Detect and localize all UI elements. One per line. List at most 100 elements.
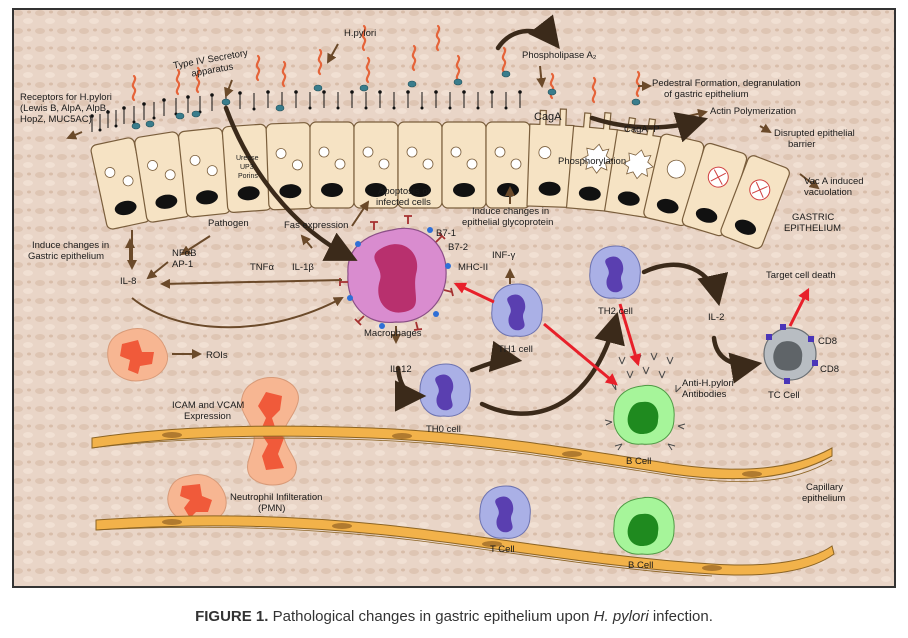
macrophage bbox=[339, 215, 454, 331]
label-cd8-b: CD8 bbox=[820, 364, 839, 375]
labels: Receptors for H.pylori(Lewis B, AlpA, Al… bbox=[20, 28, 864, 571]
epithelial-cell bbox=[265, 122, 314, 211]
th2-cell bbox=[589, 245, 641, 299]
epithelial-cell bbox=[309, 121, 355, 209]
epithelial-cell bbox=[441, 121, 487, 209]
arrow-nfkb-il8 bbox=[146, 261, 169, 280]
label-b72: B7-2 bbox=[448, 242, 468, 253]
arrow-th0-th2 bbox=[479, 311, 625, 416]
macrophage-receptors bbox=[339, 215, 454, 331]
thick-brown-arrows bbox=[223, 14, 763, 416]
b-cell bbox=[613, 496, 675, 555]
label-il1b: IL-1β bbox=[292, 262, 314, 273]
epithelial-cell bbox=[603, 117, 662, 219]
tc-cell bbox=[763, 324, 818, 384]
arrow-hpylori bbox=[327, 43, 339, 64]
roi-neutrophil bbox=[107, 328, 168, 382]
label-b71: B7-1 bbox=[436, 228, 456, 239]
label-cd8-a: CD8 bbox=[818, 336, 837, 347]
arrow-secretory bbox=[224, 79, 234, 98]
arrow-th2-il2 bbox=[641, 262, 729, 307]
arrow-disrupted bbox=[759, 123, 772, 134]
label-phospholipase: Phospholipase A₂ bbox=[522, 50, 597, 61]
arrow-vaca bbox=[799, 173, 820, 190]
capillary-nuclei-lower bbox=[162, 519, 722, 571]
label-infg: INF-γ bbox=[492, 250, 515, 261]
arrow-to-phospholipase bbox=[495, 14, 560, 51]
epithelial-cell bbox=[134, 131, 191, 223]
arrow-secretion-macrophage bbox=[223, 105, 358, 261]
arrow-il2-tc bbox=[711, 335, 763, 384]
arrow-tc-death bbox=[788, 287, 810, 327]
label-tc-cell: TC Cell bbox=[768, 390, 800, 401]
label-rois: ROIs bbox=[206, 350, 228, 361]
figure-caption: FIGURE 1. Pathological changes in gastri… bbox=[0, 608, 908, 625]
arrow-th2-bcell bbox=[618, 303, 641, 367]
microvilli-dots bbox=[90, 90, 522, 132]
brown-arrows bbox=[66, 43, 820, 359]
arrow-macrophage-il8 bbox=[160, 278, 343, 289]
b-cell-antibody bbox=[604, 352, 686, 451]
capillary-upper bbox=[91, 425, 833, 483]
label-neutrophil: Neutrophil Infilteration(PMN) bbox=[230, 492, 322, 514]
label-t-cell: T Cell bbox=[490, 544, 515, 555]
arrow-pathogen bbox=[180, 235, 211, 256]
caption-tail: infection. bbox=[648, 608, 713, 625]
arrow-th1-bcell bbox=[543, 322, 618, 386]
arrow-apoptosis bbox=[351, 200, 370, 227]
label-th0: TH0 cell bbox=[426, 424, 461, 435]
t-cell bbox=[479, 485, 531, 539]
label-mhc2: MHC-II bbox=[458, 262, 488, 273]
epithelial-cell-caga bbox=[565, 112, 619, 213]
label-il8: IL-8 bbox=[120, 276, 136, 287]
microvilli bbox=[91, 92, 521, 132]
label-fas: Fas expression bbox=[284, 220, 348, 231]
label-pathogen: Pathogen bbox=[208, 218, 249, 229]
epithelial-cell bbox=[177, 127, 231, 218]
label-b-cell-top: B Cell bbox=[626, 456, 651, 467]
label-hpylori: H.pylori bbox=[344, 28, 376, 39]
label-phosphorylation: Phosphorylation bbox=[558, 156, 626, 167]
caption-label: FIGURE 1. bbox=[195, 608, 269, 625]
capillary-nuclei bbox=[162, 432, 762, 477]
gastric-epithelium bbox=[90, 108, 790, 249]
label-macrophages: Macrophages bbox=[364, 328, 422, 339]
label-actin: Actin Polymerization bbox=[710, 106, 796, 117]
th0-cell bbox=[419, 363, 471, 417]
label-caga-p: CagA~P bbox=[624, 124, 660, 135]
hpylori-bacteria bbox=[131, 24, 641, 104]
antibody-y-shapes bbox=[604, 352, 686, 451]
arrow-th1-macrophage bbox=[453, 282, 495, 304]
epithelial-cell bbox=[221, 123, 273, 213]
arrow-il8-macrophage bbox=[131, 297, 344, 329]
diagram-background bbox=[12, 8, 896, 588]
bacterial-adhesins bbox=[131, 70, 641, 130]
caption-italic: H. pylori bbox=[593, 608, 649, 625]
pathology-diagram: Receptors for H.pylori(Lewis B, AlpA, Al… bbox=[12, 8, 896, 588]
arrow-caga-phospho bbox=[589, 112, 709, 143]
label-receptors: Receptors for H.pylori(Lewis B, AlpA, Al… bbox=[20, 92, 112, 125]
label-il12: IL-12 bbox=[390, 364, 412, 375]
caption-text: Pathological changes in gastric epitheli… bbox=[268, 608, 594, 625]
arrow-fas bbox=[300, 234, 313, 249]
epithelial-cell bbox=[681, 142, 748, 237]
arrow-th0-th1 bbox=[469, 340, 523, 373]
red-arrows bbox=[453, 282, 810, 386]
epithelial-cell bbox=[397, 121, 443, 209]
label-caga: CagA bbox=[534, 111, 562, 123]
pmn-neutrophil bbox=[167, 474, 227, 523]
label-th2: TH2 cell bbox=[598, 306, 633, 317]
cd8-receptors bbox=[766, 324, 818, 384]
label-b-cell-bottom: B Cell bbox=[628, 560, 653, 571]
